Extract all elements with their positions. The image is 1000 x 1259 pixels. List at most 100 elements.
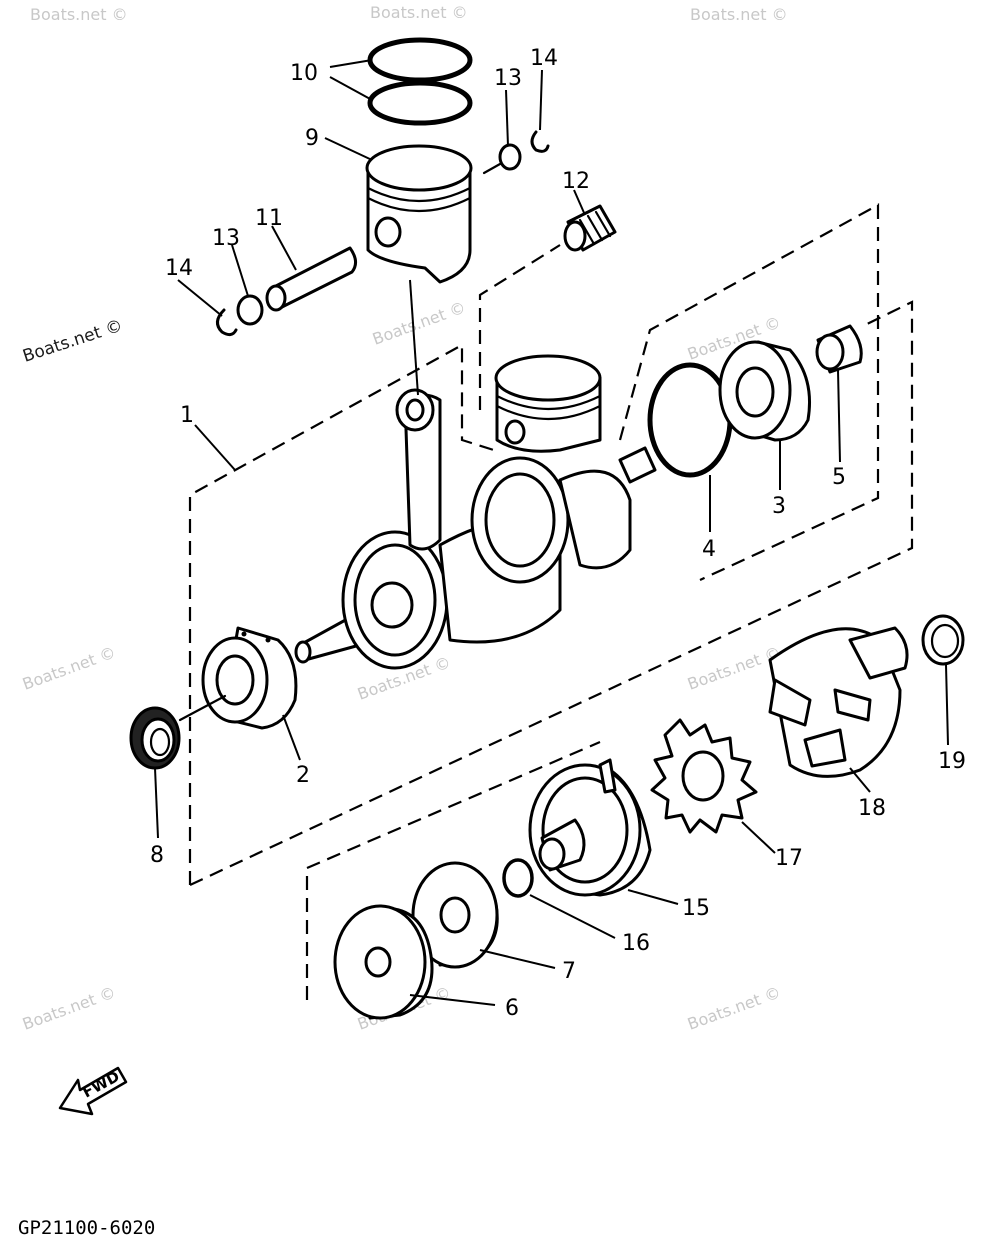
damper-bore xyxy=(681,750,725,802)
crank-piston-groove xyxy=(495,404,602,420)
dashed-outline-coupling xyxy=(305,740,601,1000)
piston-pin-washer xyxy=(236,294,264,326)
dashed-outline-upper xyxy=(618,203,880,581)
assembly-outlines xyxy=(188,203,914,1000)
spacer-plate-6-bore xyxy=(364,946,392,978)
piston-rings xyxy=(367,37,473,126)
watermark: Boats.net © xyxy=(690,5,788,24)
piston xyxy=(365,144,473,284)
leader-line xyxy=(324,137,373,161)
piston-ring-second xyxy=(367,80,473,126)
coupling-drive-jaw xyxy=(768,678,812,727)
leader-lines xyxy=(154,59,949,1006)
coupling-drive-jaw xyxy=(803,728,847,768)
watermark: Boats.net © xyxy=(685,983,783,1034)
diagram-code: GP21100-6020 xyxy=(18,1217,155,1239)
callout-19: 19 xyxy=(938,749,966,774)
spacer-plate-7 xyxy=(411,861,499,969)
watermark: Boats.net © xyxy=(20,643,118,694)
leader-line xyxy=(482,162,502,175)
crank-piston-pin-boss xyxy=(504,419,526,445)
callout-16: 16 xyxy=(622,931,650,956)
spacer-plate-6 xyxy=(333,904,434,1020)
leader-line xyxy=(282,714,301,761)
main-bearing-right xyxy=(718,340,812,442)
callout-13-left: 13 xyxy=(212,226,240,251)
crank-piston-groove xyxy=(495,394,602,410)
coupling-drive-jaw xyxy=(833,688,872,722)
bearing-left-bore xyxy=(215,654,255,706)
watermark: Boats.net © xyxy=(370,298,468,349)
spacer-plate-7-bore xyxy=(439,896,471,934)
dashed-outline-crankshaft-right xyxy=(189,300,914,886)
piston-skirt xyxy=(366,166,472,284)
callout-7: 7 xyxy=(562,959,576,984)
leader-line xyxy=(945,664,949,746)
piston-crown xyxy=(365,144,473,192)
coupling-drive-shaft xyxy=(848,626,909,680)
leader-line xyxy=(479,949,556,969)
bearing-left-detail xyxy=(265,637,271,643)
callout-5: 5 xyxy=(832,465,846,490)
o-ring-body xyxy=(502,858,534,898)
crankshaft-right-end xyxy=(618,446,657,484)
piston-ring-groove xyxy=(366,186,472,202)
needle-bearing xyxy=(563,204,617,252)
piston-pin-washer-right xyxy=(498,143,522,171)
forward-direction-indicator: FWD xyxy=(58,1066,128,1116)
leader-line xyxy=(849,767,871,793)
watermark-dark: Boats.net © xyxy=(20,316,125,367)
fwd-arrow-icon xyxy=(58,1066,128,1116)
retaining-ring xyxy=(647,362,733,478)
connecting-rod-small-end-bore xyxy=(405,398,425,422)
leader-line xyxy=(409,994,496,1006)
leader-line xyxy=(231,244,249,297)
leader-line xyxy=(573,189,586,216)
callout-18: 18 xyxy=(858,796,886,821)
callout-15: 15 xyxy=(682,896,710,921)
o-ring xyxy=(502,858,534,898)
callout-8: 8 xyxy=(150,843,164,868)
leader-line xyxy=(409,279,419,396)
callout-12: 12 xyxy=(562,169,590,194)
piston-ring-groove xyxy=(366,196,472,212)
callout-3: 3 xyxy=(772,494,786,519)
callout-4: 4 xyxy=(702,537,716,562)
piston-ring-top xyxy=(367,37,473,83)
crankshaft-assembly xyxy=(294,354,657,670)
callout-14-left: 14 xyxy=(165,256,193,281)
leader-line xyxy=(177,279,223,317)
piston-pin-clip xyxy=(216,308,238,337)
callout-14: 14 xyxy=(530,46,558,71)
oil-seal-left xyxy=(129,706,181,770)
leader-line xyxy=(539,69,543,131)
leader-line xyxy=(329,76,373,101)
collar-bore xyxy=(815,333,845,371)
dashed-outline-bearing xyxy=(478,244,561,410)
collar xyxy=(815,324,863,374)
bearing-left-detail xyxy=(241,631,247,637)
leader-line xyxy=(271,225,297,271)
watermark: Boats.net © xyxy=(20,983,118,1034)
callout-17: 17 xyxy=(775,846,803,871)
needle-bearing-rollers xyxy=(578,210,612,246)
callouts: 10 9 13 14 12 11 13 14 1 2 3 4 5 8 19 18… xyxy=(150,46,966,1021)
leader-line xyxy=(529,894,616,939)
coupling-drive xyxy=(768,626,909,778)
piston-pin-boss xyxy=(374,216,402,248)
bearing-right-bore xyxy=(735,366,775,418)
crank-journal-left xyxy=(370,581,414,629)
leader-line xyxy=(329,59,373,68)
leader-line xyxy=(178,694,227,722)
callout-6: 6 xyxy=(505,996,519,1021)
piston-pin-clip-right xyxy=(530,130,550,153)
coupling-driven-bore xyxy=(538,837,566,871)
leader-line xyxy=(741,821,776,854)
leader-line xyxy=(837,369,841,463)
leader-line xyxy=(505,89,509,147)
crank-web-right xyxy=(558,469,632,570)
callout-10: 10 xyxy=(290,61,318,86)
coupling-driven-tab xyxy=(598,758,617,794)
piston-pin xyxy=(270,246,357,310)
